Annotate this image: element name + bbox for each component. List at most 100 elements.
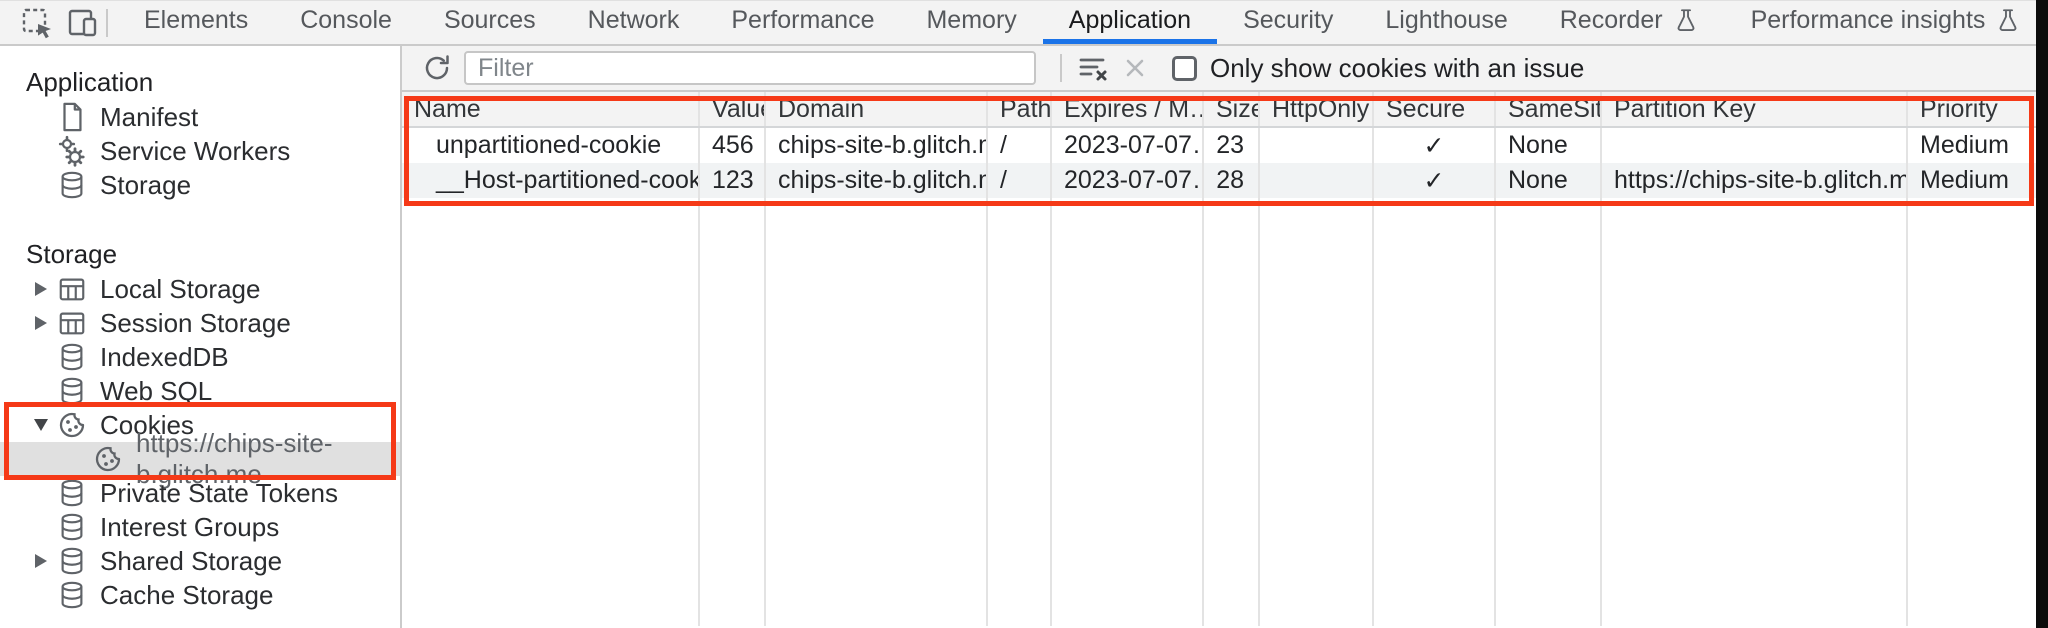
database-icon xyxy=(56,545,88,577)
cell-value: 456 xyxy=(700,128,766,163)
sidebar-item-local-storage[interactable]: Local Storage xyxy=(0,272,400,306)
cell-httponly xyxy=(1260,163,1374,198)
column-header-value[interactable]: Value xyxy=(700,92,766,126)
chevron-down-icon[interactable] xyxy=(34,419,48,431)
column-header-samesite[interactable]: SameSite xyxy=(1496,92,1602,126)
table-icon xyxy=(56,307,88,339)
tab-console[interactable]: Console xyxy=(300,5,392,34)
column-header-secure[interactable]: Secure xyxy=(1374,92,1496,126)
column-header-domain[interactable]: Domain xyxy=(766,92,988,126)
tab-recorder[interactable]: Recorder xyxy=(1534,1,1725,44)
sidebar-item-shared-storage[interactable]: Shared Storage xyxy=(0,544,400,578)
cell-expires: 2023-07-07… xyxy=(1052,163,1204,198)
panel-tabs: Elements Console Sources Network Perform… xyxy=(118,1,2047,44)
refresh-icon[interactable] xyxy=(418,46,456,90)
tab-network[interactable]: Network xyxy=(587,5,680,34)
sidebar-item-label: Web SQL xyxy=(100,375,213,406)
sidebar-item-cookies-origin[interactable]: https://chips-site-b.glitch.me xyxy=(0,428,400,489)
column-header-priority[interactable]: Priority xyxy=(1920,94,1998,123)
column-header-expires[interactable]: Expires / M… xyxy=(1052,92,1204,126)
service-workers-icon xyxy=(56,135,88,167)
cell-name: unpartitioned-cookie xyxy=(402,128,700,163)
chevron-right-icon[interactable] xyxy=(35,316,47,330)
tab-performance-insights[interactable]: Performance insights xyxy=(1725,1,2048,44)
cell-path: / xyxy=(988,163,1052,198)
inspect-element-icon[interactable] xyxy=(14,1,60,44)
application-sidebar: Application Manifest xyxy=(0,46,402,628)
tab-performance[interactable]: Performance xyxy=(731,5,875,34)
sidebar-item-label: Cookies xyxy=(100,409,194,440)
sidebar-section-application: Application Manifest xyxy=(0,64,400,202)
tab-lighthouse[interactable]: Lighthouse xyxy=(1385,5,1508,34)
issue-filter-checkbox[interactable] xyxy=(1172,55,1197,81)
cell-samesite: None xyxy=(1496,163,1602,198)
sidebar-item-manifest[interactable]: Manifest xyxy=(0,100,400,134)
filter-input[interactable] xyxy=(464,51,1036,85)
sidebar-item-label: Manifest xyxy=(100,101,199,132)
tab-security[interactable]: Security xyxy=(1243,5,1334,34)
delete-icon[interactable] xyxy=(1120,53,1150,83)
sidebar-item-indexeddb[interactable]: IndexedDB xyxy=(0,340,400,374)
column-header-path[interactable]: Path xyxy=(988,92,1052,126)
toolbar-left-icons xyxy=(0,1,108,44)
issue-filter-label[interactable]: Only show cookies with an issue xyxy=(1210,52,1585,83)
cell-priority: Medium xyxy=(1920,131,2009,159)
tab-recorder-label: Recorder xyxy=(1559,5,1663,34)
column-header-size[interactable]: Size xyxy=(1204,92,1260,126)
cell-secure-checkmark: ✓ xyxy=(1374,128,1496,163)
cookies-table: Name Value Domain Path Expires / M… Size… xyxy=(402,92,2036,626)
column-header-name[interactable]: Name xyxy=(402,92,700,126)
table-empty-area xyxy=(402,198,2036,626)
database-icon xyxy=(56,511,88,543)
sidebar-item-label: Private State Tokens xyxy=(100,477,338,508)
sidebar-item-cache-storage[interactable]: Cache Storage xyxy=(0,578,400,612)
cookie-icon xyxy=(92,443,124,475)
sidebar-item-session-storage[interactable]: Session Storage xyxy=(0,306,400,340)
sidebar-item-interest-groups[interactable]: Interest Groups xyxy=(0,510,400,544)
cookies-toolbar: Only show cookies with an issue xyxy=(402,46,2036,92)
cookie-row-host-partitioned[interactable]: __Host-partitioned-cookie 123 chips-site… xyxy=(402,163,2036,198)
toolbar-divider xyxy=(106,8,108,37)
cell-value: 123 xyxy=(700,163,766,198)
flask-icon xyxy=(1999,9,2017,32)
cell-size: 28 xyxy=(1204,163,1260,198)
tab-memory[interactable]: Memory xyxy=(926,5,1017,34)
sidebar-item-label: Local Storage xyxy=(100,273,261,304)
sidebar-item-label: Interest Groups xyxy=(100,511,280,542)
table-icon xyxy=(56,273,88,305)
chevron-right-icon[interactable] xyxy=(35,282,47,296)
cell-name: __Host-partitioned-cookie xyxy=(402,163,700,198)
database-icon xyxy=(56,341,88,373)
device-toolbar-icon[interactable] xyxy=(60,1,106,44)
database-icon xyxy=(56,579,88,611)
tab-application[interactable]: Application xyxy=(1042,1,1218,44)
devtools-toolbar: Elements Console Sources Network Perform… xyxy=(0,0,2048,46)
cell-secure-checkmark: ✓ xyxy=(1374,163,1496,198)
sidebar-item-service-workers[interactable]: Service Workers xyxy=(0,134,400,168)
tab-elements[interactable]: Elements xyxy=(144,5,249,34)
sidebar-item-label: Cache Storage xyxy=(100,579,274,610)
cell-expires: 2023-07-07… xyxy=(1052,128,1204,163)
section-title-storage: Storage xyxy=(26,238,118,269)
sidebar-item-cookies[interactable]: Cookies xyxy=(0,408,400,442)
cell-httponly xyxy=(1260,128,1374,163)
cell-partition-key xyxy=(1602,128,1908,163)
column-header-httponly[interactable]: HttpOnly xyxy=(1260,92,1374,126)
toolbar-divider xyxy=(1060,54,1062,82)
database-icon xyxy=(56,169,88,201)
clear-filter-icon[interactable] xyxy=(1076,51,1110,85)
cookie-icon xyxy=(56,409,88,441)
cell-priority: Medium xyxy=(1920,166,2009,194)
cookie-row-unpartitioned[interactable]: unpartitioned-cookie 456 chips-site-b.gl… xyxy=(402,128,2036,163)
sidebar-item-web-sql[interactable]: Web SQL xyxy=(0,374,400,408)
chevron-right-icon[interactable] xyxy=(35,554,47,568)
cell-domain: chips-site-b.glitch.me xyxy=(766,128,988,163)
tab-sources[interactable]: Sources xyxy=(443,5,536,34)
cell-path: / xyxy=(988,128,1052,163)
sidebar-item-storage[interactable]: Storage xyxy=(0,168,400,202)
sidebar-item-private-state-tokens[interactable]: Private State Tokens xyxy=(0,476,400,510)
column-header-partition-key[interactable]: Partition Key xyxy=(1602,92,1908,126)
file-icon xyxy=(56,101,88,133)
sidebar-item-label: Storage xyxy=(100,169,192,200)
